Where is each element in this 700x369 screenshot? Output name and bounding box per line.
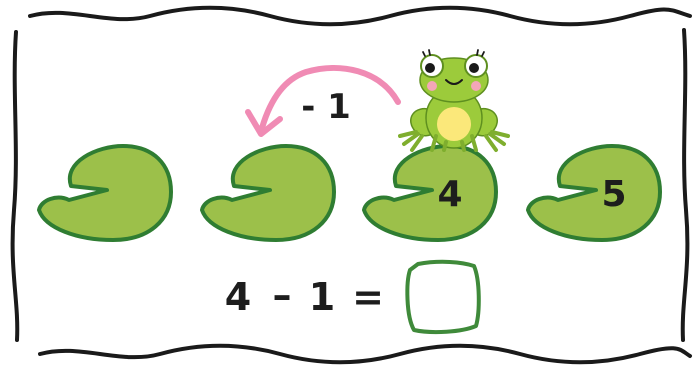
frog-left-pupil [425,63,435,73]
frog-right-foot [484,130,510,152]
lily-pad-3: 4 [362,144,498,242]
frame-left [10,30,20,342]
lily-pad-icon [200,144,336,242]
frog-belly [437,107,471,141]
lily-pad-4: 5 [526,144,662,242]
frog-smile [445,79,463,85]
lily-pad-icon [526,144,662,242]
lily-pads: 4 5 [37,144,662,242]
frog-icon [398,49,510,152]
lily-pad-number: 5 [601,174,626,215]
lily-pad-icon [362,144,498,242]
lily-pad-1 [37,144,173,242]
frame-top [28,5,692,27]
arrow-head [245,109,283,137]
equation-right-operand: 1 [309,275,335,319]
lily-pad-number: 4 [437,174,462,215]
frog-right-pupil [469,63,479,73]
hop-label: - 1 [301,87,351,127]
frame-bottom [38,343,692,365]
answer-box[interactable] [405,259,481,335]
frog-eyebrows [422,49,485,57]
equation: 4 – 1 = [225,259,481,335]
wavy-frame [10,5,692,365]
curved-arrow-icon [259,64,401,131]
lily-pad-2 [200,144,336,242]
equation-left-operand: 4 [225,275,251,319]
equation-operator: – [273,273,292,317]
frog-arms [430,134,478,152]
equation-equals: = [352,275,384,319]
frame-right [680,28,690,342]
frog-right-cheek [471,81,481,91]
lily-pad-icon [37,144,173,242]
hop-arrow [245,64,401,137]
frog-left-foot [398,130,424,152]
frog-left-cheek [427,81,437,91]
